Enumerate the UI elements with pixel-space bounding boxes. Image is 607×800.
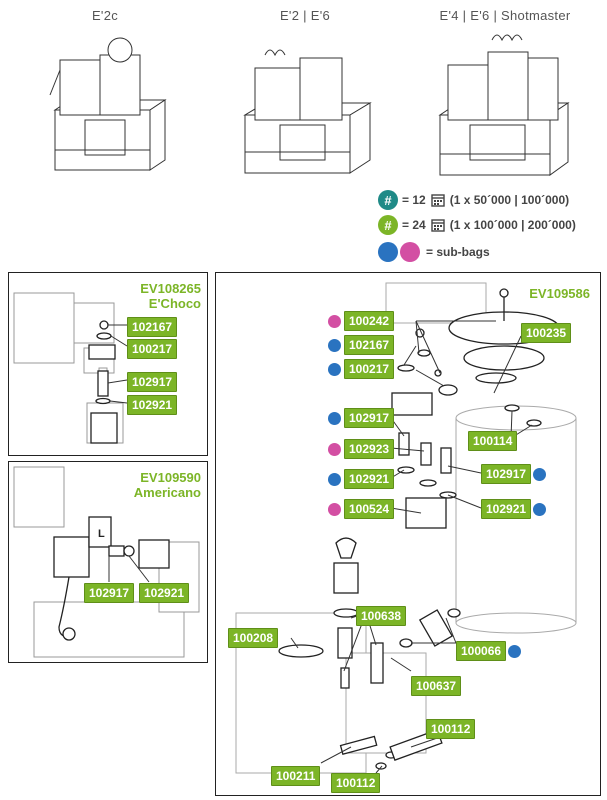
legend-row-12: # = 12 (1 x 50´000 | 100´000): [378, 189, 569, 211]
subbag-marker-blue: [328, 473, 341, 486]
part-tag[interactable]: 102167: [344, 335, 395, 355]
part-tag[interactable]: 100217: [344, 359, 395, 379]
machine-illustrations: [49, 34, 570, 176]
part-tag[interactable]: 100066: [456, 641, 507, 661]
echoco-drawing: [13, 292, 128, 444]
legend-dot-pink: [400, 242, 420, 262]
part-tag[interactable]: 102917: [127, 372, 178, 392]
subbag-marker-blue: [328, 412, 341, 425]
legend-dot-blue: [378, 242, 398, 262]
part-tag[interactable]: 102923: [344, 439, 395, 459]
part-tag[interactable]: 102921: [139, 583, 190, 603]
machine-e4-image: [438, 34, 570, 176]
subbag-marker-pink: [328, 503, 341, 516]
part-tag[interactable]: 100114: [468, 431, 518, 451]
main-drawing: [235, 282, 577, 774]
legend-count-12: = 12: [402, 193, 426, 207]
main-title: EV109586: [529, 286, 590, 301]
legend-row-subbags: = sub-bags: [378, 241, 490, 263]
americano-title: EV109590 Americano: [133, 470, 201, 500]
echoco-title: EV108265 E'Choco: [140, 281, 201, 311]
panel-americano: L EV109590 Americano 102917 102921: [8, 461, 208, 663]
part-tag[interactable]: 100112: [331, 773, 381, 793]
machine-e2c-image: [49, 37, 167, 171]
part-tag[interactable]: 102917: [344, 408, 395, 428]
part-tag[interactable]: 100217: [127, 339, 178, 359]
part-tag[interactable]: 102917: [481, 464, 532, 484]
part-tag[interactable]: 102167: [127, 317, 178, 337]
part-tag[interactable]: 102921: [127, 395, 178, 415]
part-tag[interactable]: 102921: [481, 499, 532, 519]
subbag-marker-blue: [533, 503, 546, 516]
legend-subbags-label: = sub-bags: [426, 245, 490, 259]
machine-e2-e6-image: [243, 49, 372, 174]
subbag-marker-pink: [328, 443, 341, 456]
part-tag[interactable]: 100242: [344, 311, 395, 331]
legend-interval-12: (1 x 50´000 | 100´000): [449, 193, 570, 207]
model-title-e2c: E'2c: [91, 8, 119, 23]
legend-interval-24: (1 x 100´000 | 200´000): [449, 218, 576, 232]
panel-main: EV109586 100242 102167 100217 100235 102…: [215, 272, 601, 796]
panel-echoco: EV108265 E'Choco 102167 100217 102917 10…: [8, 272, 208, 456]
legend-badge-green: #: [378, 215, 398, 235]
calendar-icon: [431, 218, 445, 232]
model-title-e4-e6-shotmaster: E'4 | E'6 | Shotmaster: [439, 8, 571, 23]
part-tag[interactable]: 100637: [411, 676, 462, 696]
model-title-e2-e6: E'2 | E'6: [279, 8, 331, 23]
legend-count-24: = 24: [402, 218, 426, 232]
part-tag[interactable]: 100235: [521, 323, 572, 343]
calendar-icon: [431, 193, 445, 207]
legend-badge-teal: #: [378, 190, 398, 210]
part-tag[interactable]: 102917: [84, 583, 135, 603]
legend-row-24: # = 24 (1 x 100´000 | 200´000): [378, 214, 576, 236]
part-tag[interactable]: 100112: [426, 719, 476, 739]
subbag-marker-pink: [328, 315, 341, 328]
subbag-marker-blue: [328, 363, 341, 376]
part-tag[interactable]: 100524: [344, 499, 395, 519]
part-tag[interactable]: 100208: [228, 628, 279, 648]
americano-drawing: L: [13, 466, 200, 658]
part-tag[interactable]: 102921: [344, 469, 395, 489]
subbag-marker-blue: [508, 645, 521, 658]
svg-text:L: L: [98, 528, 105, 540]
part-tag[interactable]: 100638: [356, 606, 407, 626]
subbag-marker-blue: [533, 468, 546, 481]
subbag-marker-blue: [328, 339, 341, 352]
part-tag[interactable]: 100211: [271, 766, 321, 786]
